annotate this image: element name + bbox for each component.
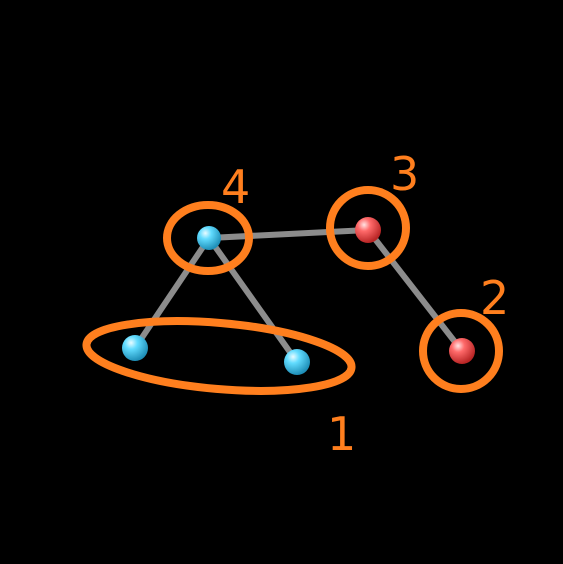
label-group-4: 4	[221, 160, 250, 214]
bond-top-blue-top-red	[206, 227, 371, 241]
bond-top-red-right-red	[365, 227, 465, 354]
label-layer: 4 3 2 1	[221, 147, 509, 461]
atom-mid-blue	[284, 349, 310, 375]
bond-top-blue-left-blue	[132, 235, 212, 351]
bond-top-blue-mid-blue	[206, 235, 300, 365]
atom-top-blue	[197, 226, 221, 250]
label-group-1: 1	[327, 407, 356, 461]
label-group-3: 3	[390, 147, 419, 201]
highlight-group-2	[419, 309, 503, 393]
highlight-group-1	[82, 317, 356, 395]
atom-left-blue	[122, 335, 148, 361]
atom-layer	[122, 217, 475, 375]
atom-top-red	[355, 217, 381, 243]
label-group-2: 2	[480, 271, 509, 325]
bond-layer	[132, 227, 465, 365]
atom-right-red	[449, 338, 475, 364]
highlight-layer	[82, 186, 503, 395]
highlight-group-4	[163, 201, 253, 275]
highlight-group-3	[326, 186, 410, 270]
